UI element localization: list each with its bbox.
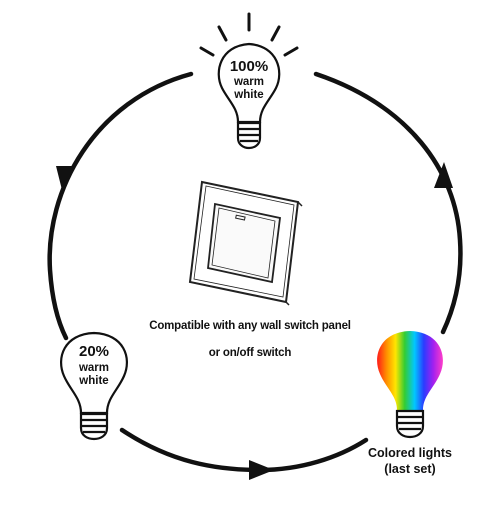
- top-bulb-percent: 100%: [229, 58, 269, 75]
- left-bulb-label-2: white: [79, 375, 109, 387]
- top-bulb-label-2: white: [234, 89, 264, 101]
- light-bulb-icon-left: [60, 331, 128, 441]
- left-bulb-label-1: warm: [78, 362, 110, 374]
- arrowheads: [56, 162, 453, 480]
- top-bulb-label-1: warm: [233, 76, 265, 88]
- left-bulb-percent: 20%: [78, 343, 110, 360]
- colored-lights-label: Colored lights: [367, 446, 453, 460]
- colored-lights-sublabel: (last set): [384, 462, 436, 476]
- compatibility-note-line-2: or on/off switch: [208, 347, 292, 359]
- light-bulb-icon-colored: [377, 331, 443, 439]
- arc-top-left: [47, 71, 194, 341]
- arc-bottom: [119, 427, 369, 473]
- wall-switch-icon: [188, 180, 303, 306]
- arc-right: [313, 71, 463, 335]
- arrowhead-right: [434, 162, 453, 188]
- arrowhead-left: [56, 166, 74, 194]
- compatibility-note-line-1: Compatible with any wall switch panel: [149, 320, 351, 332]
- light-bulb-icon-top: [199, 12, 299, 150]
- arrowhead-bottom: [249, 460, 274, 480]
